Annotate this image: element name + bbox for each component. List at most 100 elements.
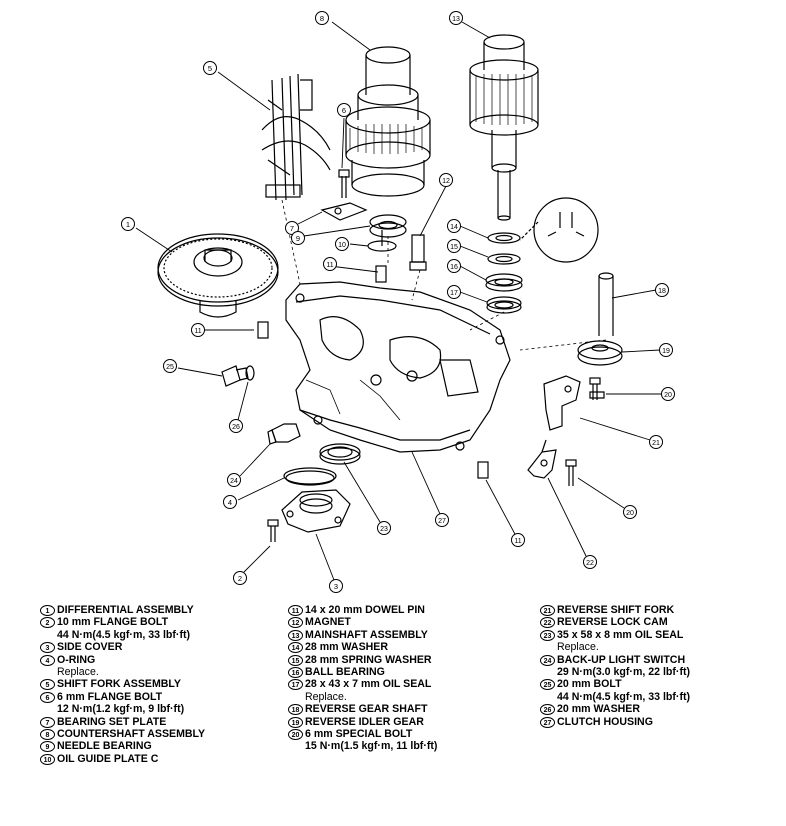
legend-number: 21 — [540, 605, 555, 616]
callout-27: 27 — [435, 513, 449, 527]
legend-torque: 44 N·m(4.5 kgf·m, 33 lbf·ft) — [57, 628, 191, 641]
callout-11-left-label: 11 — [194, 328, 201, 335]
legend-name: REVERSE SHIFT FORK — [557, 604, 675, 616]
callout-3: 3 — [329, 579, 343, 593]
callout-20-lower-label: 20 — [626, 510, 634, 517]
legend-number: 24 — [540, 654, 555, 666]
callout-18: 18 — [655, 283, 669, 297]
callout-26-label: 26 — [232, 424, 240, 431]
needle-bearing — [369, 214, 407, 238]
legend-name: REVERSE IDLER GEAR — [305, 715, 424, 728]
legend-name: 6 mm SPECIAL BOLT — [305, 728, 413, 741]
callout-5-label: 5 — [208, 64, 212, 73]
legend-name: 28 mm WASHER — [305, 641, 389, 654]
callout-8-label: 8 — [320, 14, 324, 23]
legend-number: 10 — [40, 753, 55, 765]
legend-name: BACK-UP LIGHT SWITCH — [557, 653, 686, 666]
callout-20-upper-label: 20 — [664, 392, 672, 399]
legend-name: BALL BEARING — [305, 666, 385, 679]
legend-number: 11 — [288, 605, 303, 616]
side-cover — [281, 489, 351, 533]
legend-note: Replace. — [305, 690, 347, 703]
legend-torque: 12 N·m(1.2 kgf·m, 9 lbf·ft) — [57, 703, 185, 716]
callout-22-label: 22 — [586, 560, 594, 567]
callout-12-label: 12 — [442, 178, 450, 185]
legend-name: 20 mm BOLT — [557, 678, 622, 691]
callout-6-label: 6 — [342, 106, 346, 115]
callout-13: 13 — [449, 11, 463, 25]
legend-name: SHIFT FORK ASSEMBLY — [57, 678, 181, 691]
legend-number: 6 — [40, 691, 55, 703]
legend-number: 7 — [40, 716, 55, 728]
exploded-view-illustration: 1 2 3 4 5 6 7 8 9 10 11 11 11 12 13 14 1… — [121, 11, 675, 593]
legend-number: 26 — [540, 704, 555, 716]
legend-torque: 15 N·m(1.5 kgf·m, 11 lbf·ft) — [305, 740, 438, 753]
legend-number: 17 — [288, 679, 303, 691]
callout-11-top: 11 — [323, 257, 337, 271]
legend-name: COUNTERSHAFT ASSEMBLY — [57, 728, 206, 741]
callout-1-label: 1 — [126, 220, 130, 229]
callout-7-label: 7 — [290, 224, 294, 233]
back-up-light-switch — [267, 423, 301, 445]
callout-25-label: 25 — [166, 364, 174, 371]
callout-19-label: 19 — [662, 348, 670, 355]
callout-16: 16 — [447, 259, 461, 273]
legend-number: 2 — [40, 617, 55, 629]
legend-name: 14 x 20 mm DOWEL PIN — [305, 604, 425, 616]
legend-name: NEEDLE BEARING — [57, 740, 152, 753]
shift-fork-assembly — [261, 73, 331, 201]
callout-22: 22 — [583, 555, 597, 569]
callout-8: 8 — [315, 11, 329, 25]
callout-20-upper: 20 — [661, 387, 675, 401]
legend-name: MAINSHAFT ASSEMBLY — [305, 628, 428, 641]
legend-torque: 29 N·m(3.0 kgf·m, 22 lbf·ft) — [557, 666, 691, 679]
callout-14-label: 14 — [450, 224, 458, 231]
callout-18-label: 18 — [658, 288, 666, 295]
legend-number: 15 — [288, 654, 303, 666]
callout-1: 1 — [121, 217, 135, 231]
special-bolt-upper — [589, 377, 601, 400]
legend-name: BEARING SET PLATE — [57, 715, 167, 728]
legend-number: 19 — [288, 716, 303, 728]
legend-name: OIL GUIDE PLATE C — [57, 752, 159, 765]
legend-name: 35 x 58 x 8 mm OIL SEAL — [557, 628, 684, 641]
o-ring — [283, 467, 337, 486]
legend-number: 18 — [288, 704, 303, 716]
spring-washer-detail — [519, 197, 599, 263]
legend-number: 1 — [40, 605, 55, 616]
legend-number: 16 — [288, 667, 303, 679]
legend-number: 23 — [540, 629, 555, 641]
mainshaft-assembly — [469, 34, 539, 221]
callout-3-label: 3 — [334, 582, 338, 591]
legend-number: 9 — [40, 741, 55, 753]
callout-11-left: 11 — [191, 323, 205, 337]
legend-number: 22 — [540, 617, 555, 629]
legend-name: DIFFERENTIAL ASSEMBLY — [57, 604, 194, 616]
callout-15-label: 15 — [450, 244, 458, 251]
callout-27-label: 27 — [438, 518, 446, 525]
callout-4-label: 4 — [228, 498, 232, 507]
callout-5: 5 — [203, 61, 217, 75]
legend-number: 13 — [288, 629, 303, 641]
legend-name: 10 mm FLANGE BOLT — [57, 616, 169, 629]
callout-11-bottom: 11 — [511, 533, 525, 547]
